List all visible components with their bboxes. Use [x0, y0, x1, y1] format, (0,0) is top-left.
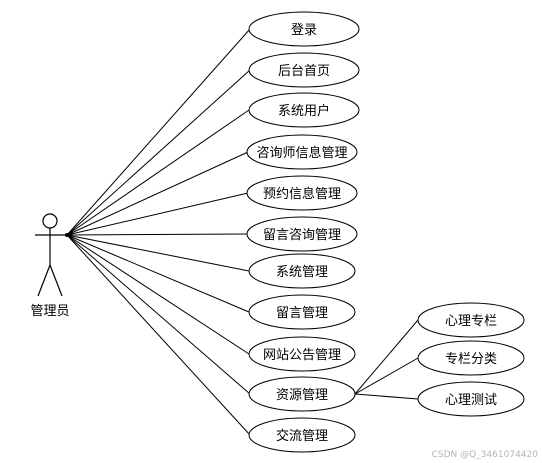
- assoc-psych-test: [354, 393, 419, 400]
- assoc-site-notice: [66, 234, 250, 355]
- use-case-ellipse: [248, 294, 356, 330]
- use-case-system-admin: 系统管理: [248, 253, 356, 289]
- use-case-ellipse: [246, 175, 358, 211]
- actor-association-point: [65, 233, 69, 237]
- use-case-label: 留言管理: [276, 306, 328, 321]
- sub-use-case-column-category: 专栏分类: [417, 340, 525, 376]
- use-case-ellipse: [417, 340, 525, 376]
- assoc-system-users: [66, 109, 250, 236]
- assoc-psych-column: [354, 319, 419, 395]
- use-case-label: 后台首页: [278, 64, 330, 79]
- watermark: CSDN @Q_3461074420: [431, 450, 538, 460]
- assoc-booking-info: [66, 192, 249, 236]
- use-case-ellipse: [417, 302, 525, 338]
- use-case-ellipse: [417, 381, 525, 417]
- use-case-ellipse: [248, 336, 356, 372]
- sub-use-case-psych-column: 心理专栏: [417, 302, 525, 338]
- use-case-booking-info: 预约信息管理: [246, 175, 358, 211]
- use-case-label: 资源管理: [276, 388, 328, 403]
- actor-label: 管理员: [30, 304, 69, 319]
- assoc-exchange-admin: [66, 234, 251, 436]
- use-case-label: 留言咨询管理: [263, 228, 341, 243]
- sub-use-case-psych-test: 心理测试: [417, 381, 525, 417]
- assoc-admin-home: [66, 69, 251, 236]
- use-case-label: 预约信息管理: [263, 186, 341, 202]
- use-case-ellipse: [246, 216, 358, 252]
- use-case-label: 网站公告管理: [263, 348, 341, 363]
- use-case-label: 登录: [291, 23, 317, 38]
- use-case-ellipse: [248, 417, 356, 453]
- use-case-label: 交流管理: [276, 428, 328, 444]
- use-case-exchange-admin: 交流管理: [248, 417, 356, 453]
- use-case-site-notice: 网站公告管理: [248, 336, 356, 372]
- use-case-message-admin: 留言管理: [248, 294, 356, 330]
- use-case-label: 咨询师信息管理: [256, 145, 347, 161]
- actor-admin: 管理员: [30, 213, 70, 319]
- assoc-counselor-info: [66, 151, 249, 236]
- use-case-ellipse: [248, 52, 360, 88]
- use-case-resource-admin: 资源管理: [248, 376, 356, 412]
- assoc-resource-admin: [66, 234, 251, 395]
- use-case-counselor-info: 咨询师信息管理: [246, 134, 358, 170]
- assoc-message-admin: [66, 234, 250, 313]
- use-case-admin-home: 后台首页: [248, 52, 360, 88]
- use-case-label: 心理测试: [445, 393, 497, 408]
- use-case-ellipse: [248, 253, 356, 289]
- use-case-ellipse: [246, 134, 358, 170]
- use-case-label: 系统用户: [278, 103, 330, 119]
- assoc-message-consult: [66, 233, 249, 236]
- use-case-ellipse: [248, 92, 360, 128]
- assoc-column-category: [354, 357, 419, 395]
- use-case-ellipse: [248, 376, 356, 412]
- association-lines: [66, 28, 419, 436]
- use-case-label: 心理专栏: [445, 314, 497, 329]
- use-case-login: 登录: [248, 11, 360, 47]
- assoc-login: [66, 28, 251, 236]
- actor-left-leg: [37, 264, 51, 297]
- actor-right-leg: [49, 264, 63, 297]
- actor-head: [42, 213, 58, 229]
- use-case-label: 系统管理: [276, 265, 328, 280]
- use-case-message-consult: 留言咨询管理: [246, 216, 358, 252]
- use-case-ellipse: [248, 11, 360, 47]
- assoc-system-admin: [66, 234, 250, 272]
- use-case-system-users: 系统用户: [248, 92, 360, 128]
- use-case-label: 专栏分类: [445, 352, 497, 367]
